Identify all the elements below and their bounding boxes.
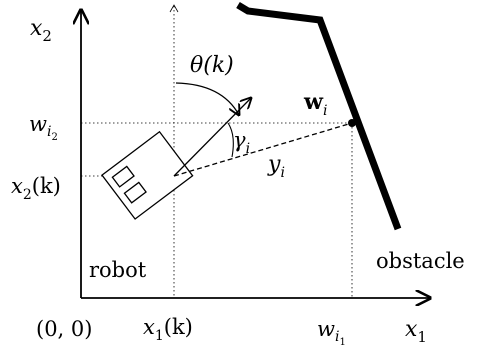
waypoint-label: wi	[303, 89, 327, 119]
y-axis-label: x2	[30, 16, 52, 45]
range-line	[173, 122, 353, 177]
robot-wheel-rear	[123, 181, 147, 204]
bearing-angle-arc	[227, 122, 234, 158]
origin-label: (0, 0)	[36, 317, 92, 341]
waypoint-x-coordinate-label: wi1	[317, 317, 346, 348]
robot-x-coordinate-label: x1(k)	[143, 315, 193, 344]
robot-y-coordinate-label: x2(k)	[11, 174, 61, 203]
robot-label: robot	[89, 258, 147, 282]
heading-angle-label: θ(k)	[190, 53, 234, 78]
vertical-reference-arrowhead	[169, 4, 179, 13]
x-axis-label: x1	[405, 317, 427, 346]
robot-wheel-front	[111, 165, 135, 188]
heading-angle-arc	[175, 82, 239, 115]
obstacle-label: obstacle	[376, 249, 465, 273]
range-label: yi	[267, 152, 285, 181]
obstacle-shape	[236, 1, 402, 231]
bearing-angle-label: γi	[233, 128, 250, 157]
waypoint-y-coordinate-label: wi2	[29, 112, 58, 143]
waypoint-dot	[348, 119, 356, 127]
robot-body	[101, 130, 194, 220]
